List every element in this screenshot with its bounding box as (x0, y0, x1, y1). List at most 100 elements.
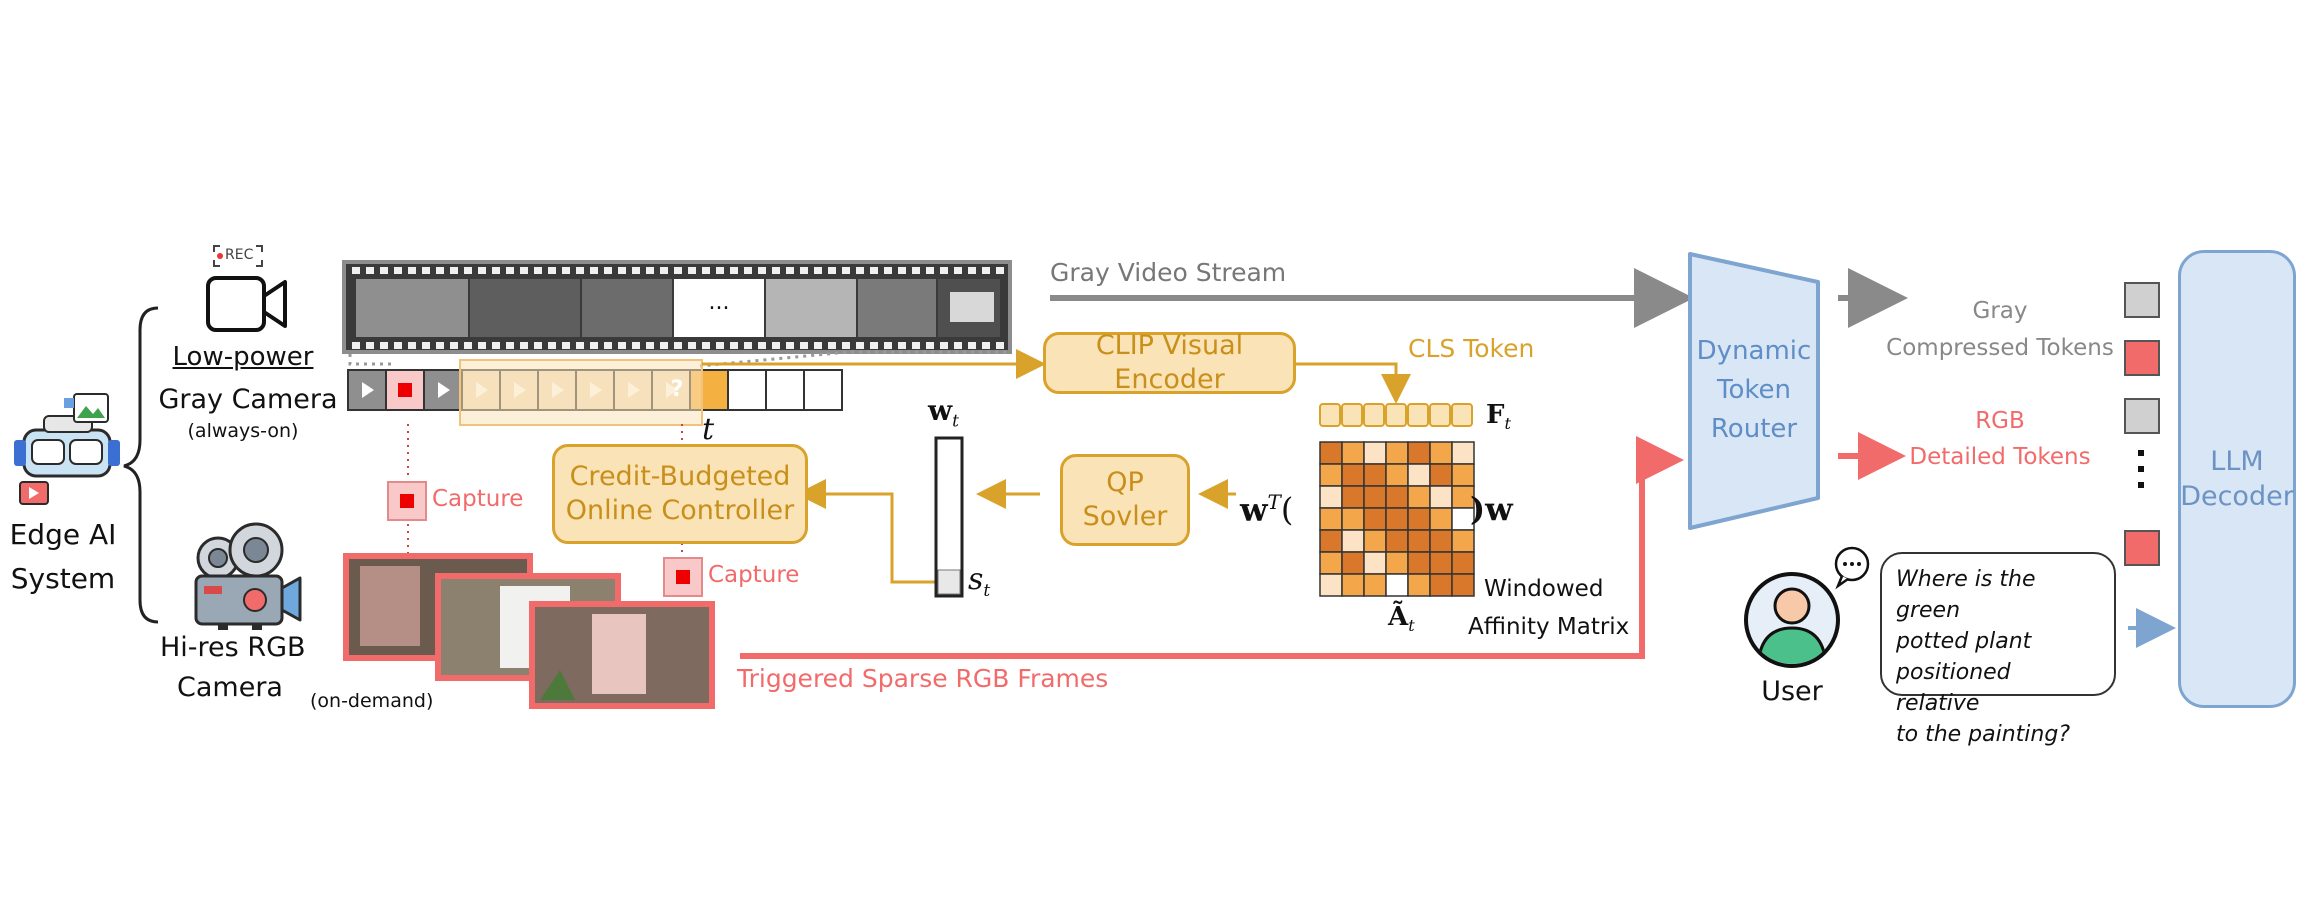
rgb-tokens-label-1: RGB (1975, 408, 2025, 434)
frame-cell (727, 369, 767, 411)
gray-stream-label: Gray Video Stream (1050, 258, 1287, 287)
matrix-cell (1341, 463, 1365, 487)
a-symbol: Ã (1388, 602, 1409, 632)
gray-token-1 (2124, 282, 2160, 318)
affinity-matrix (1319, 441, 1475, 597)
frame-cell (423, 369, 463, 411)
affinity-symbol: Ãt (1388, 602, 1415, 635)
rgb-token-2 (2124, 530, 2160, 566)
qp-solver-box: QP Sovler (1060, 454, 1190, 546)
st-subscript: t (983, 581, 991, 601)
cls-token-cell (1429, 403, 1451, 427)
matrix-cell (1407, 507, 1431, 531)
matrix-cell (1451, 463, 1475, 487)
wt-label: wt (928, 394, 959, 432)
chat-bubble-icon (1834, 546, 1870, 590)
vr-headset-icon (14, 393, 120, 505)
score-cell (937, 569, 961, 595)
matrix-cell (1319, 441, 1343, 465)
matrix-cell (1341, 529, 1365, 553)
matrix-cell (1341, 507, 1365, 531)
clip-encoder-label: CLIP Visual Encoder (1095, 330, 1244, 395)
question-bubble: Where is the green potted plant position… (1880, 552, 2116, 747)
gray-token-2 (2124, 398, 2160, 434)
hires-rgb-label: Hi-res RGB (160, 632, 306, 663)
gray-camera-label: Gray Camera (158, 384, 338, 415)
solver-label: Sovler (1082, 501, 1168, 532)
system-label: System (10, 562, 116, 595)
wt-symbol: w (928, 394, 953, 427)
windowed-label: Windowed (1484, 576, 1604, 602)
ft-label: Ft (1486, 400, 1511, 433)
matrix-cell (1429, 551, 1453, 575)
pending-frame-symbol: ? (670, 377, 684, 402)
router-label: Dynamic Token Router (1696, 336, 1812, 444)
gray-camera-icon (206, 245, 287, 332)
dynamic-token-router (1688, 252, 1820, 530)
st-symbol: s (968, 562, 984, 597)
matrix-cell (1385, 573, 1409, 597)
rgb-tokens-label-2: Detailed Tokens (1909, 444, 2091, 470)
matrix-cell (1429, 507, 1453, 531)
matrix-cell (1407, 485, 1431, 509)
controller-label-1: Credit-Budgeted (569, 461, 791, 493)
cls-token-cell (1341, 403, 1363, 427)
matrix-cell (1407, 441, 1431, 465)
matrix-cell (1407, 573, 1431, 597)
capture-label-2: Capture (708, 562, 800, 588)
matrix-cell (1341, 573, 1365, 597)
matrix-cell (1341, 551, 1365, 575)
matrix-cell (1429, 485, 1453, 509)
matrix-cell (1319, 573, 1343, 597)
matrix-cell (1385, 507, 1409, 531)
cls-token-cell (1407, 403, 1429, 427)
on-demand-label: (on-demand) (310, 690, 434, 712)
qp-label: QP (1106, 467, 1144, 499)
matrix-cell (1429, 463, 1453, 487)
formula-w: w (1240, 490, 1268, 529)
matrix-cell (1363, 441, 1387, 465)
cls-token-cell (1451, 403, 1473, 427)
capture-label-1: Capture (432, 486, 524, 512)
formula-right: )w (1470, 490, 1513, 528)
matrix-cell (1451, 529, 1475, 553)
always-on-label: (always-on) (187, 420, 299, 442)
cls-token-label: CLS Token (1408, 334, 1535, 363)
rec-label: REC (225, 247, 254, 263)
matrix-cell (1363, 551, 1387, 575)
capture-icon-1 (387, 481, 427, 521)
formula-open-paren: ( (1280, 490, 1294, 529)
rgb-camera-icon (194, 522, 302, 630)
rgb-frame-stack (343, 553, 715, 709)
matrix-cell (1407, 463, 1431, 487)
matrix-cell (1407, 529, 1431, 553)
matrix-cell (1341, 485, 1365, 509)
frame-cell (765, 369, 805, 411)
cls-token-cell (1363, 403, 1385, 427)
matrix-cell (1451, 551, 1475, 575)
capture-icon-2 (663, 557, 703, 597)
matrix-cell (1385, 529, 1409, 553)
matrix-cell (1341, 441, 1365, 465)
gray-filmstrip (342, 260, 1012, 354)
matrix-cell (1385, 551, 1409, 575)
user-label: User (1761, 676, 1823, 707)
matrix-cell (1429, 573, 1453, 597)
gray-tokens-label-1: Gray (1972, 298, 2028, 324)
play-icon (362, 382, 374, 398)
system-brace (123, 306, 159, 624)
matrix-cell (1319, 485, 1343, 509)
matrix-cell (1363, 485, 1387, 509)
user-avatar-icon (1744, 572, 1840, 668)
matrix-cell (1451, 441, 1475, 465)
matrix-cell (1319, 551, 1343, 575)
edge-ai-label: Edge AI (9, 518, 117, 551)
clip-encoder-box: CLIP Visual Encoder (1043, 330, 1296, 395)
triggered-frames-label: Triggered Sparse RGB Frames (737, 664, 1109, 693)
matrix-cell (1363, 463, 1387, 487)
a-subscript: t (1408, 616, 1415, 636)
ft-symbol: F (1486, 400, 1505, 430)
matrix-cell (1451, 573, 1475, 597)
matrix-cell (1319, 529, 1343, 553)
gray-tokens-label-2: Compressed Tokens (1886, 335, 2114, 361)
